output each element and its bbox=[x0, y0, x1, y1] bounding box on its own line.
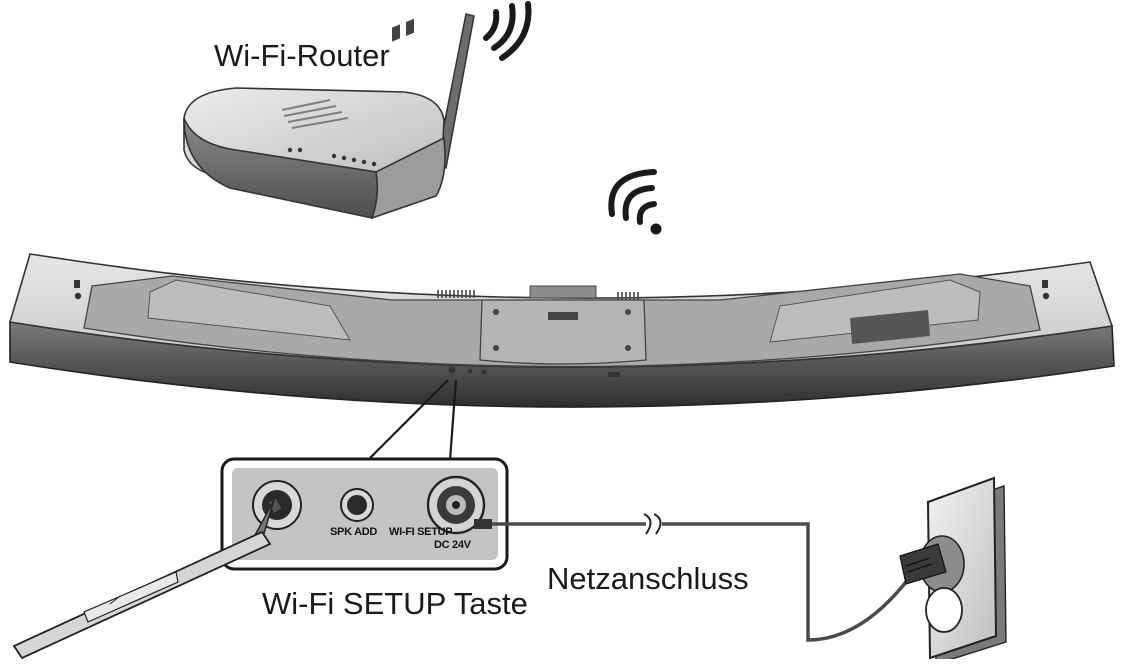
wifi-router bbox=[183, 13, 475, 220]
power-cable bbox=[492, 522, 920, 642]
pen bbox=[12, 497, 283, 660]
dc-port-label: DC 24V bbox=[434, 539, 471, 551]
wall-outlet bbox=[899, 476, 1007, 664]
cable-break-icon bbox=[643, 513, 662, 535]
connection-panel-inset bbox=[220, 457, 509, 571]
wifi-signal-icon bbox=[608, 169, 662, 235]
spk-add-button bbox=[340, 488, 374, 522]
rear-wifi-setup-button bbox=[448, 366, 456, 374]
router-label: Wi-Fi-Router bbox=[214, 38, 390, 73]
router-antenna bbox=[435, 13, 475, 169]
wifi-signal-icon bbox=[483, 1, 532, 61]
power-connection-label: Netzanschluss bbox=[547, 561, 749, 596]
wifi-setup-button-label: Wi-Fi SETUP Taste bbox=[262, 586, 528, 621]
dc-power-jack bbox=[426, 475, 486, 535]
wifi-setup-port-label: WI-FI SETUP bbox=[389, 526, 453, 538]
spk-add-port-label: SPK ADD bbox=[330, 526, 377, 538]
soundbar bbox=[8, 253, 1115, 408]
